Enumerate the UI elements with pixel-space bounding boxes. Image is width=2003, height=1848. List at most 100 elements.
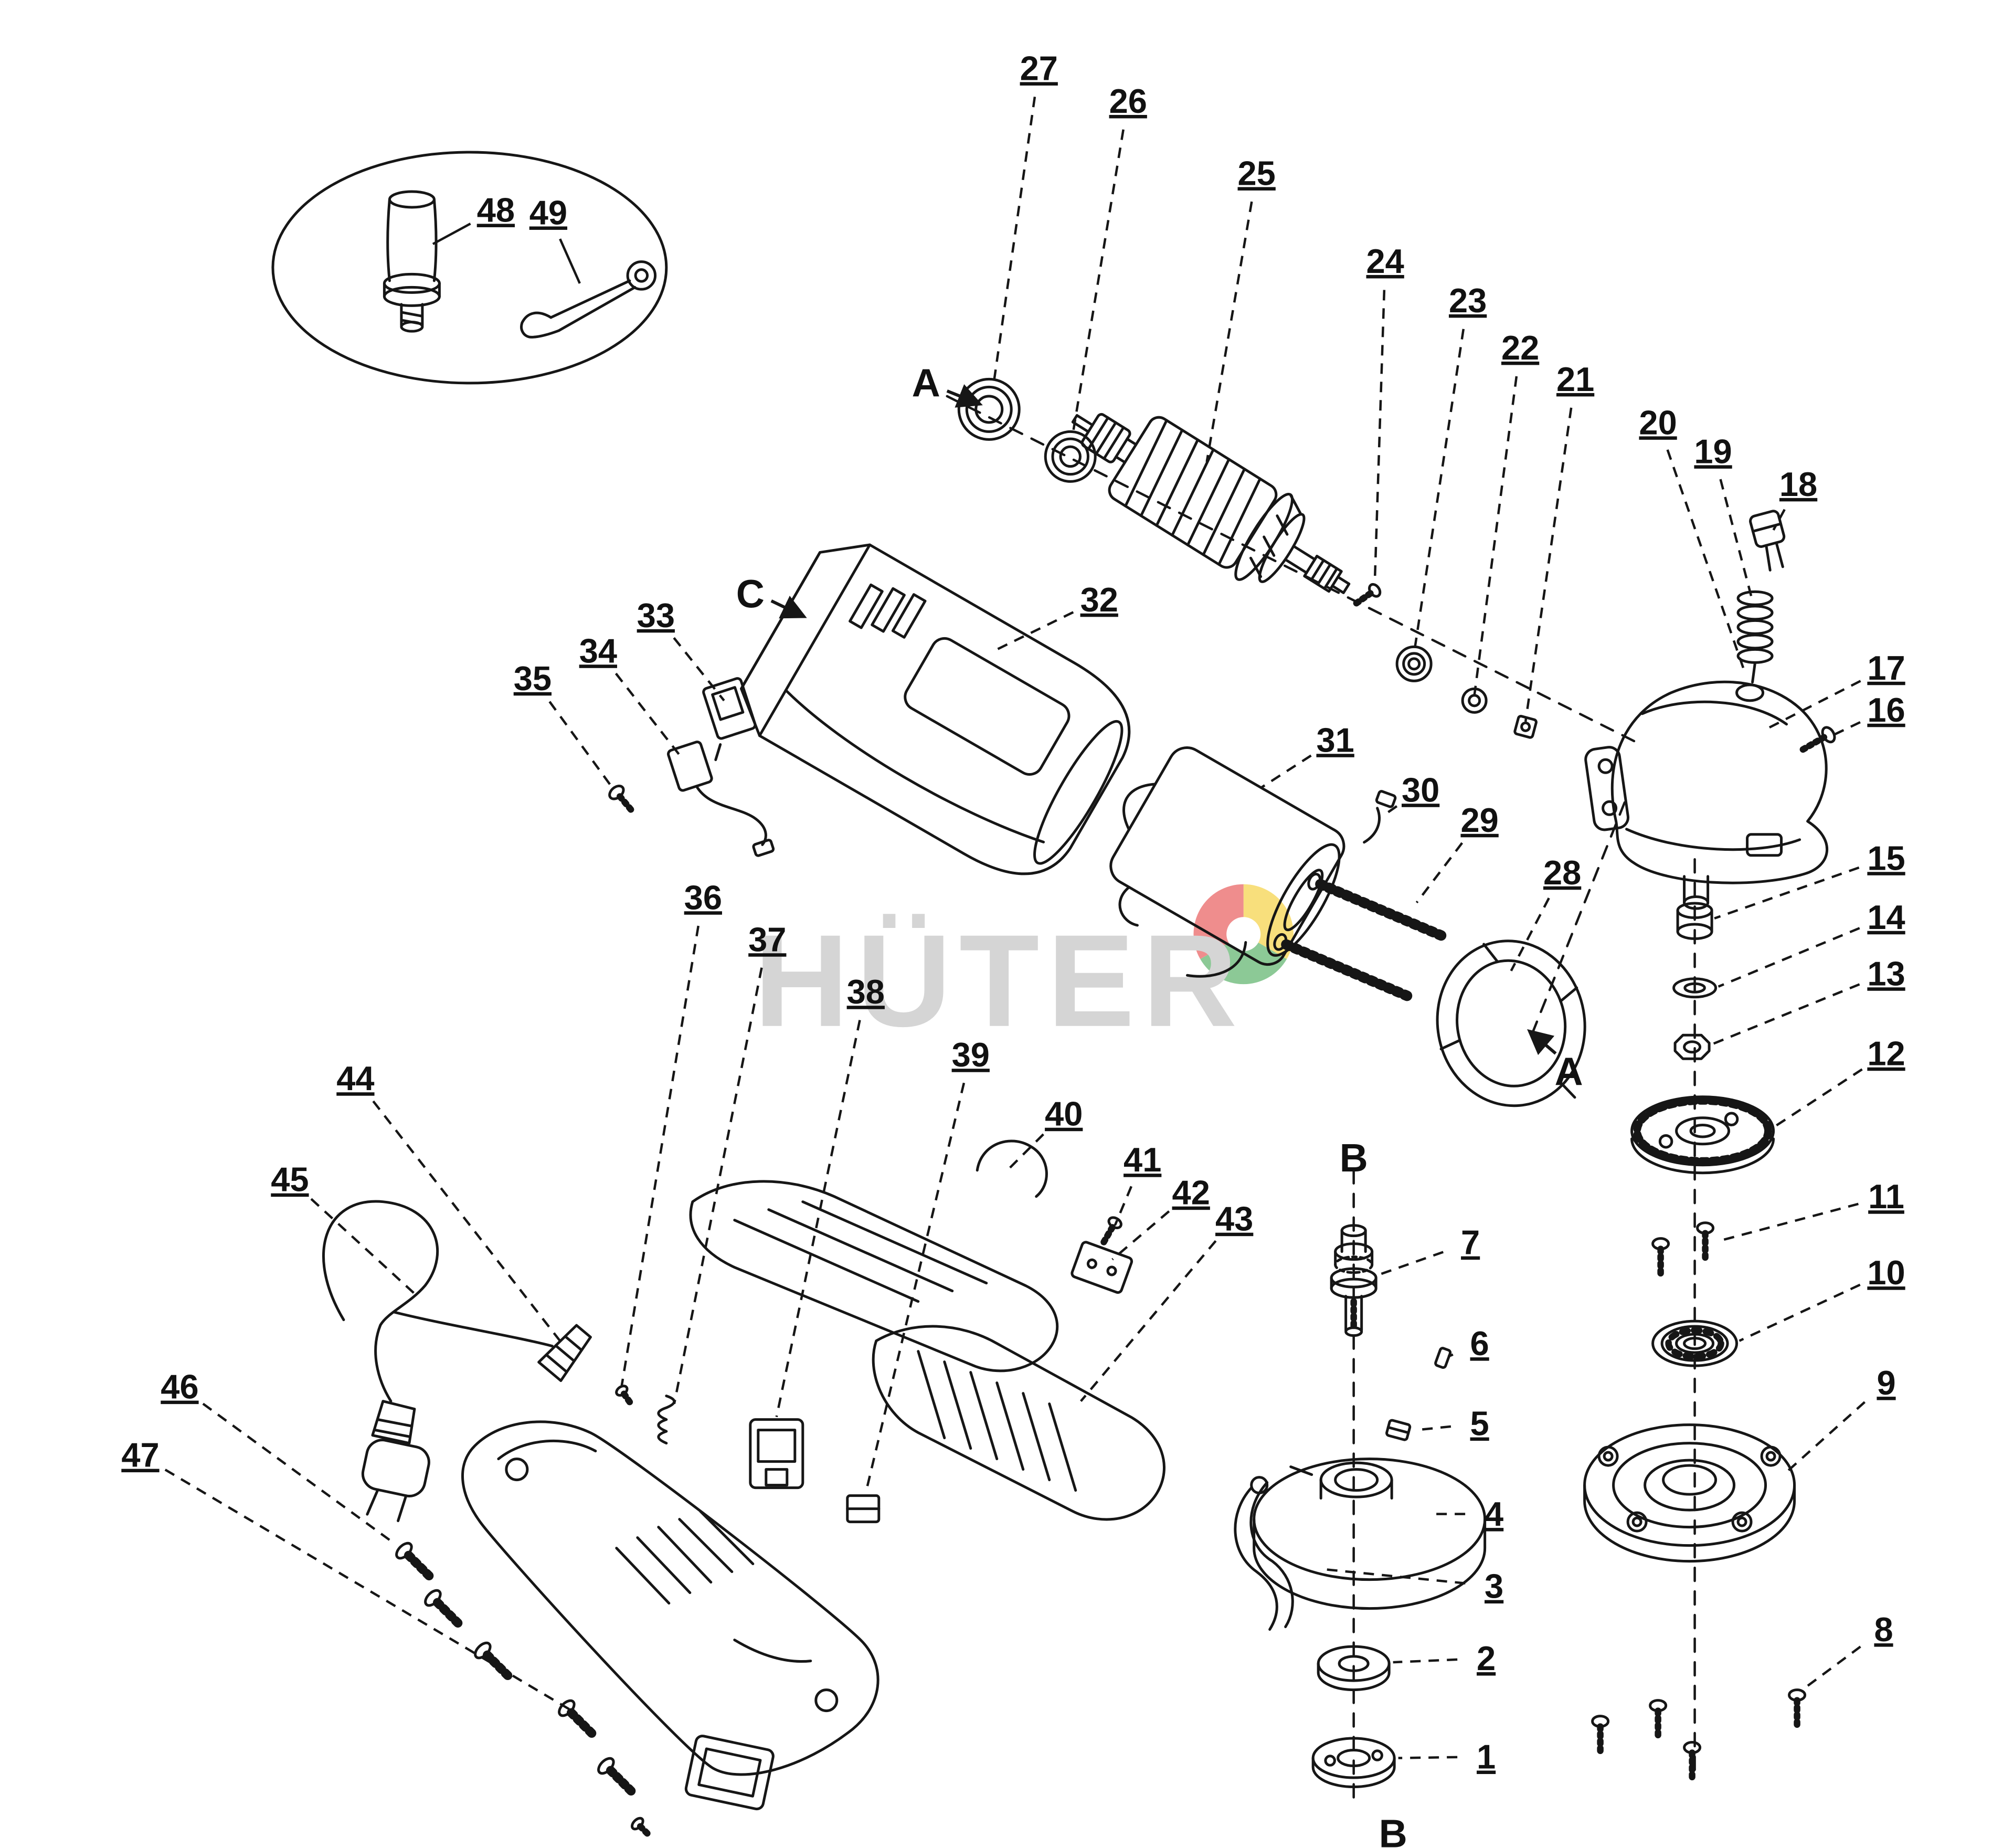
watermark: HÜTER bbox=[754, 884, 1294, 1054]
part-label-3: 3 bbox=[1485, 1567, 1503, 1606]
cap-40-art bbox=[976, 1139, 1048, 1198]
screw-36-art bbox=[615, 1385, 636, 1409]
part-label-12: 12 bbox=[1867, 1034, 1905, 1073]
part-label-30: 30 bbox=[1402, 770, 1439, 809]
leader-line-29 bbox=[1415, 842, 1464, 904]
part-label-17: 17 bbox=[1867, 649, 1905, 687]
leader-line-5 bbox=[1416, 1425, 1451, 1431]
leader-line-3 bbox=[1322, 1568, 1466, 1585]
part-label-47: 47 bbox=[121, 1436, 159, 1474]
leader-line-42 bbox=[1111, 1210, 1170, 1261]
leader-line-27 bbox=[992, 97, 1036, 389]
leader-line-28 bbox=[1510, 897, 1550, 971]
leader-line-32 bbox=[993, 611, 1074, 652]
leader-line-9 bbox=[1786, 1401, 1866, 1473]
part-label-25: 25 bbox=[1238, 154, 1276, 192]
part-label-14: 14 bbox=[1867, 898, 1905, 936]
leader-line-10 bbox=[1739, 1283, 1861, 1342]
leader-line-25 bbox=[1205, 201, 1253, 462]
part-label-31: 31 bbox=[1317, 721, 1354, 759]
cord-grommet-art bbox=[537, 1324, 592, 1382]
stator-art bbox=[1109, 746, 1345, 978]
plug-art bbox=[361, 1439, 430, 1523]
pin-6-art bbox=[1434, 1347, 1452, 1369]
leader-line-48 bbox=[432, 223, 471, 245]
bearing-26-art bbox=[1044, 430, 1097, 483]
leader-line-6 bbox=[1447, 1353, 1454, 1358]
part-label-1: 1 bbox=[1477, 1738, 1496, 1776]
leader-line-44 bbox=[372, 1100, 565, 1347]
leader-line-39 bbox=[864, 1082, 966, 1494]
part-label-10: 10 bbox=[1867, 1253, 1905, 1292]
tool-kit-inset bbox=[271, 151, 668, 385]
leader-line-22 bbox=[1473, 376, 1518, 696]
leader-line-7 bbox=[1376, 1251, 1444, 1276]
part-label-48: 48 bbox=[477, 191, 515, 229]
part-label-24: 24 bbox=[1366, 242, 1404, 280]
flange-9-art bbox=[1583, 1423, 1796, 1563]
part-label-18: 18 bbox=[1779, 465, 1817, 503]
section-marker-a-1: A bbox=[1555, 1049, 1583, 1093]
section-marker-b-3: B bbox=[1379, 1812, 1407, 1847]
part-label-46: 46 bbox=[161, 1368, 198, 1406]
leader-line-16 bbox=[1828, 721, 1861, 738]
leader-line-14 bbox=[1718, 927, 1860, 988]
screws-29-art bbox=[1273, 872, 1447, 1001]
wrench-art bbox=[520, 260, 657, 339]
part-label-38: 38 bbox=[847, 973, 885, 1011]
part-label-21: 21 bbox=[1556, 360, 1594, 398]
marker-arrow-2 bbox=[1527, 1029, 1557, 1055]
leader-line-12 bbox=[1775, 1068, 1863, 1127]
lock-button-art bbox=[1749, 510, 1786, 572]
marker-arrow-1 bbox=[770, 596, 807, 619]
brush-holder-34-art bbox=[667, 741, 775, 857]
part-label-22: 22 bbox=[1501, 329, 1539, 367]
section-marker-a-0: A bbox=[912, 361, 940, 405]
screw-41-art bbox=[1099, 1216, 1122, 1247]
leader-line-19 bbox=[1719, 479, 1754, 601]
marker-arrow-0 bbox=[946, 384, 983, 408]
part-label-43: 43 bbox=[1215, 1200, 1253, 1238]
nut-5-art bbox=[1385, 1419, 1412, 1441]
leader-line-34 bbox=[614, 672, 683, 759]
nut-13-art bbox=[1673, 1033, 1711, 1060]
section-marker-c-4: C bbox=[736, 572, 765, 616]
leader-line-40 bbox=[1009, 1133, 1044, 1169]
watermark-text: HÜTER bbox=[754, 907, 1245, 1054]
axis-line-motor bbox=[946, 395, 1638, 744]
part-label-33: 33 bbox=[637, 596, 675, 635]
screws-11-art bbox=[1651, 1221, 1715, 1281]
bearing-23-art bbox=[1395, 645, 1433, 682]
part-label-34: 34 bbox=[579, 631, 617, 670]
leader-line-41 bbox=[1114, 1186, 1132, 1226]
clamp-lever-art bbox=[1234, 1476, 1294, 1631]
part-label-11: 11 bbox=[1868, 1177, 1904, 1216]
screw-35-art bbox=[608, 784, 637, 816]
switch-38-art bbox=[749, 1418, 804, 1490]
part-label-39: 39 bbox=[952, 1036, 990, 1074]
leader-line-36 bbox=[620, 925, 700, 1386]
gear-head-art bbox=[1584, 680, 1829, 910]
part-label-45: 45 bbox=[271, 1160, 309, 1199]
part-label-49: 49 bbox=[529, 193, 567, 231]
part-label-2: 2 bbox=[1477, 1639, 1496, 1677]
leader-line-35 bbox=[548, 701, 615, 791]
part-label-26: 26 bbox=[1109, 82, 1147, 120]
leader-line-33 bbox=[673, 637, 725, 702]
bearing-10-art bbox=[1651, 1319, 1739, 1367]
screw-24-art bbox=[1352, 583, 1382, 607]
line-art bbox=[271, 151, 1836, 1840]
part-label-16: 16 bbox=[1867, 691, 1905, 729]
part-label-44: 44 bbox=[336, 1059, 374, 1097]
leader-line-23 bbox=[1413, 329, 1465, 654]
part-label-36: 36 bbox=[684, 878, 722, 916]
clamp-nut-1-art bbox=[1311, 1737, 1396, 1789]
gear-12-art bbox=[1630, 1095, 1775, 1175]
leader-line-18 bbox=[1772, 509, 1786, 531]
motor-housing-art bbox=[740, 543, 1131, 875]
part-label-23: 23 bbox=[1449, 281, 1487, 320]
screw-16-art bbox=[1798, 726, 1836, 754]
lead-wire-30-art bbox=[1363, 790, 1397, 844]
part-label-32: 32 bbox=[1080, 580, 1118, 619]
